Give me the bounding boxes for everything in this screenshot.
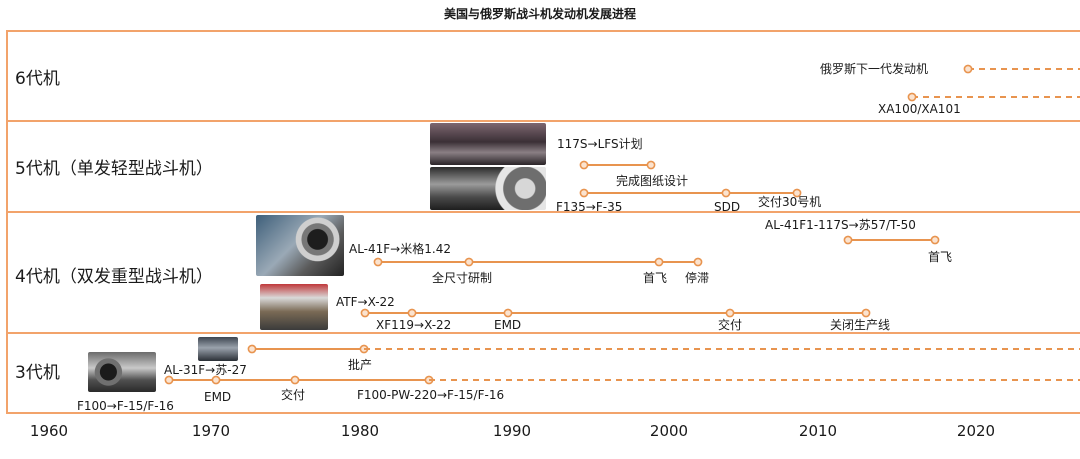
line-gen3-russia-milestone-dot-0 [247, 344, 257, 354]
engine-photo-f119 [260, 284, 328, 330]
label-atf-x22: ATF→X-22 [336, 295, 395, 309]
label-117s-lfs: 117S→LFS计划 [557, 137, 643, 151]
engine-photo-f100 [88, 352, 156, 392]
line-gen4-russia-su57-milestone-dot-0 [843, 235, 853, 245]
line-gen3-us-milestone-dot-1 [211, 375, 221, 385]
label-f100-f15: F100→F-15/F-16 [77, 399, 174, 413]
gen-label-3: 3代机 [15, 363, 60, 383]
line-gen5-russia-milestone-dot-0 [579, 160, 589, 170]
line-gen4-russia-mig-milestone-dot-2 [654, 257, 664, 267]
year-tick-1990: 1990 [492, 422, 532, 440]
label-al41f1-117s: AL-41F1-117S→苏57/T-50 [765, 218, 916, 232]
line-gen6-us-milestone-dot-0 [907, 92, 917, 102]
label-design-complete: 完成图纸设计 [616, 174, 689, 188]
line-gen4-russia-mig-milestone-dot-3 [693, 257, 703, 267]
line-gen4-russia-mig-milestone-dot-1 [464, 257, 474, 267]
line-gen4-us-milestone-dot-1 [407, 308, 417, 318]
engine-photo-117s [430, 123, 546, 165]
label-russia-next-engine: 俄罗斯下一代发动机 [820, 62, 929, 76]
band-gen3 [6, 332, 1080, 414]
diagram-title: 美国与俄罗斯战斗机发动机发展进程 [443, 7, 636, 21]
label-sdd: SDD [714, 200, 741, 214]
year-tick-1970: 1970 [191, 422, 231, 440]
label-first-flight-su57: 首飞 [928, 250, 953, 264]
engine-photo-al31f [198, 337, 238, 361]
line-gen5-russia-milestone-dot-1 [646, 160, 656, 170]
engine-photo-f135 [430, 167, 546, 210]
line-gen4-us-milestone-dot-2 [503, 308, 513, 318]
line-gen5-us-milestone-dot-1 [721, 188, 731, 198]
label-emd-f100: EMD [204, 390, 232, 404]
label-f100-pw220: F100-PW-220→F-15/F-16 [357, 388, 505, 402]
line-gen4-us-milestone-dot-0 [360, 308, 370, 318]
label-emd-f119: EMD [494, 318, 522, 332]
line-gen4-us-milestone-dot-4 [861, 308, 871, 318]
year-tick-1980: 1980 [340, 422, 380, 440]
year-tick-1960: 1960 [29, 422, 69, 440]
label-stalled: 停滞 [685, 271, 710, 285]
label-deliver-30th: 交付30号机 [758, 195, 822, 209]
label-al41f-mig142: AL-41F→米格1.42 [349, 242, 451, 256]
label-f135: F135→F-35 [556, 200, 623, 214]
year-tick-2020: 2020 [956, 422, 996, 440]
label-first-flight-mig: 首飞 [643, 271, 668, 285]
line-gen4-russia-mig-milestone-dot-0 [373, 257, 383, 267]
line-gen4-russia-su57-milestone-dot-1 [930, 235, 940, 245]
gen-label-6: 6代机 [15, 69, 60, 89]
engine-photo-al41f [256, 215, 344, 276]
label-xf119-x22: XF119→X-22 [376, 318, 452, 332]
label-deliver-f119: 交付 [718, 318, 743, 332]
gen-label-4: 4代机（双发重型战斗机） [15, 267, 213, 287]
label-mass-production: 批产 [348, 358, 373, 372]
label-al31f-su27: AL-31F→苏-27 [164, 363, 247, 377]
line-gen5-us-milestone-dot-0 [579, 188, 589, 198]
line-gen5-us-milestone-dot-2 [792, 188, 802, 198]
label-fullscale-dev: 全尺寸研制 [432, 271, 493, 285]
line-gen6-russia-milestone-dot-0 [963, 64, 973, 74]
label-close-line: 关闭生产线 [830, 318, 891, 332]
line-gen3-us-milestone-dot-0 [164, 375, 174, 385]
line-gen3-us-milestone-dot-2 [290, 375, 300, 385]
label-xa100: XA100/XA101 [878, 102, 961, 116]
year-tick-2010: 2010 [798, 422, 838, 440]
year-tick-2000: 2000 [649, 422, 689, 440]
line-gen4-us-milestone-dot-3 [725, 308, 735, 318]
gen-label-5: 5代机（单发轻型战斗机） [15, 159, 213, 179]
label-deliver-f100: 交付 [281, 388, 306, 402]
